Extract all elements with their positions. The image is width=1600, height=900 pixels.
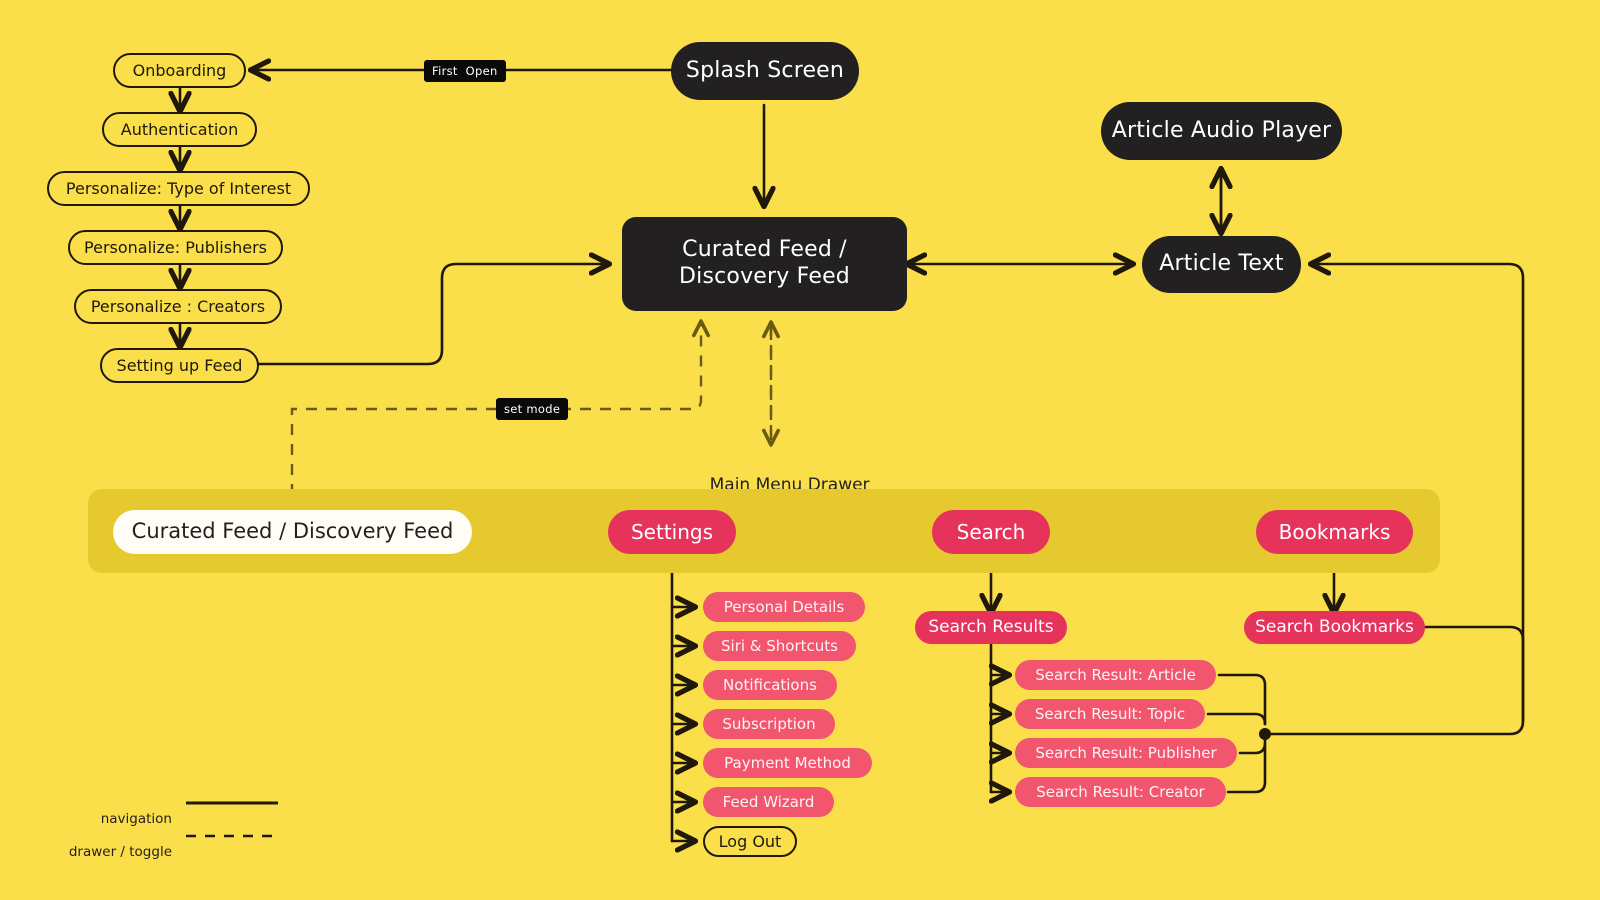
- node-authentication-label: Authentication: [120, 119, 239, 139]
- drawer-item-search-label: Search: [956, 519, 1026, 544]
- node-authentication[interactable]: Authentication: [102, 112, 257, 147]
- legend-label-navigation: navigation: [38, 795, 172, 843]
- edge-label-set-mode: set mode: [496, 398, 569, 420]
- node-search-bookmarks-label: Search Bookmarks: [1255, 617, 1414, 638]
- drawer-item-settings[interactable]: Settings: [608, 510, 736, 554]
- node-search-bookmarks[interactable]: Search Bookmarks: [1244, 611, 1425, 644]
- node-article-audio-player-label: Article Audio Player: [1111, 117, 1332, 143]
- node-personalize-interest-label: Personalize: Type of Interest: [65, 178, 292, 198]
- node-personalize-creators-label: Personalize : Creators: [90, 296, 266, 316]
- edge-result2-merge: [1238, 732, 1267, 755]
- node-personalize-creators[interactable]: Personalize : Creators: [74, 289, 282, 324]
- search-result-article-label: Search Result: Article: [1035, 665, 1196, 684]
- node-personalize-publishers[interactable]: Personalize: Publishers: [68, 230, 283, 265]
- edge-settingup-to-curated: [257, 252, 613, 366]
- node-article-audio-player[interactable]: Article Audio Player: [1101, 102, 1342, 160]
- edge-setmode-right: [560, 319, 710, 411]
- edge-junction-dot: [1259, 728, 1271, 740]
- node-article-text-label: Article Text: [1159, 251, 1284, 277]
- drawer-item-bookmarks[interactable]: Bookmarks: [1256, 510, 1413, 554]
- node-article-text[interactable]: Article Text: [1142, 236, 1301, 293]
- settings-child-log-out[interactable]: Log Out: [703, 826, 797, 857]
- node-splash-screen-label: Splash Screen: [685, 57, 845, 83]
- edge-searchbookmarks-to-rail: [1423, 625, 1525, 723]
- drawer-item-curated-feed-label: Curated Feed / Discovery Feed: [131, 519, 454, 544]
- node-search-results-label: Search Results: [928, 617, 1054, 638]
- edge-label-set-mode-text: set mode: [504, 402, 561, 416]
- node-onboarding[interactable]: Onboarding: [113, 53, 246, 88]
- settings-child-payment-method-label: Payment Method: [724, 753, 851, 772]
- edge-label-first-open: First Open: [424, 60, 506, 82]
- edge-label-first-open-text: First Open: [432, 64, 498, 78]
- legend-label-navigation-text: navigation: [100, 811, 172, 827]
- node-splash-screen[interactable]: Splash Screen: [671, 42, 859, 100]
- node-setting-up-feed-label: Setting up Feed: [116, 355, 243, 375]
- search-result-creator[interactable]: Search Result: Creator: [1015, 777, 1226, 807]
- node-search-results[interactable]: Search Results: [915, 611, 1067, 644]
- legend-label-drawer-toggle-text: drawer / toggle: [68, 844, 172, 860]
- settings-child-log-out-label: Log Out: [718, 831, 782, 851]
- settings-child-personal-details-label: Personal Details: [723, 597, 845, 616]
- node-setting-up-feed[interactable]: Setting up Feed: [100, 348, 259, 383]
- edge-result1-merge: [1206, 712, 1267, 726]
- settings-child-feed-wizard[interactable]: Feed Wizard: [703, 787, 834, 817]
- edge-result0-merge: [1217, 673, 1267, 726]
- drawer-item-settings-label: Settings: [630, 519, 714, 544]
- node-curated-feed-label: Curated Feed / Discovery Feed: [679, 237, 850, 289]
- search-result-topic-label: Search Result: Topic: [1034, 704, 1186, 723]
- settings-child-siri-shortcuts-label: Siri & Shortcuts: [721, 636, 838, 655]
- drawer-item-search[interactable]: Search: [932, 510, 1050, 554]
- node-personalize-publishers-label: Personalize: Publishers: [84, 237, 267, 257]
- drawer-item-curated-feed[interactable]: Curated Feed / Discovery Feed: [113, 510, 472, 554]
- settings-child-subscription-label: Subscription: [722, 714, 816, 733]
- search-result-article[interactable]: Search Result: Article: [1015, 660, 1216, 690]
- search-result-creator-label: Search Result: Creator: [1036, 782, 1205, 801]
- search-result-publisher-label: Search Result: Publisher: [1035, 743, 1217, 762]
- settings-child-payment-method[interactable]: Payment Method: [703, 748, 872, 778]
- settings-child-personal-details[interactable]: Personal Details: [703, 592, 865, 622]
- settings-child-notifications[interactable]: Notifications: [703, 670, 837, 700]
- drawer-item-bookmarks-label: Bookmarks: [1278, 519, 1391, 544]
- search-result-topic[interactable]: Search Result: Topic: [1015, 699, 1205, 729]
- node-curated-feed[interactable]: Curated Feed / Discovery Feed: [622, 217, 907, 311]
- settings-child-siri-shortcuts[interactable]: Siri & Shortcuts: [703, 631, 856, 661]
- search-result-publisher[interactable]: Search Result: Publisher: [1015, 738, 1237, 768]
- node-onboarding-label: Onboarding: [132, 60, 227, 80]
- legend-label-drawer-toggle: drawer / toggle: [38, 828, 172, 876]
- node-personalize-interest[interactable]: Personalize: Type of Interest: [47, 171, 310, 206]
- settings-child-notifications-label: Notifications: [723, 675, 817, 694]
- settings-child-feed-wizard-label: Feed Wizard: [722, 792, 815, 811]
- settings-child-subscription[interactable]: Subscription: [703, 709, 835, 739]
